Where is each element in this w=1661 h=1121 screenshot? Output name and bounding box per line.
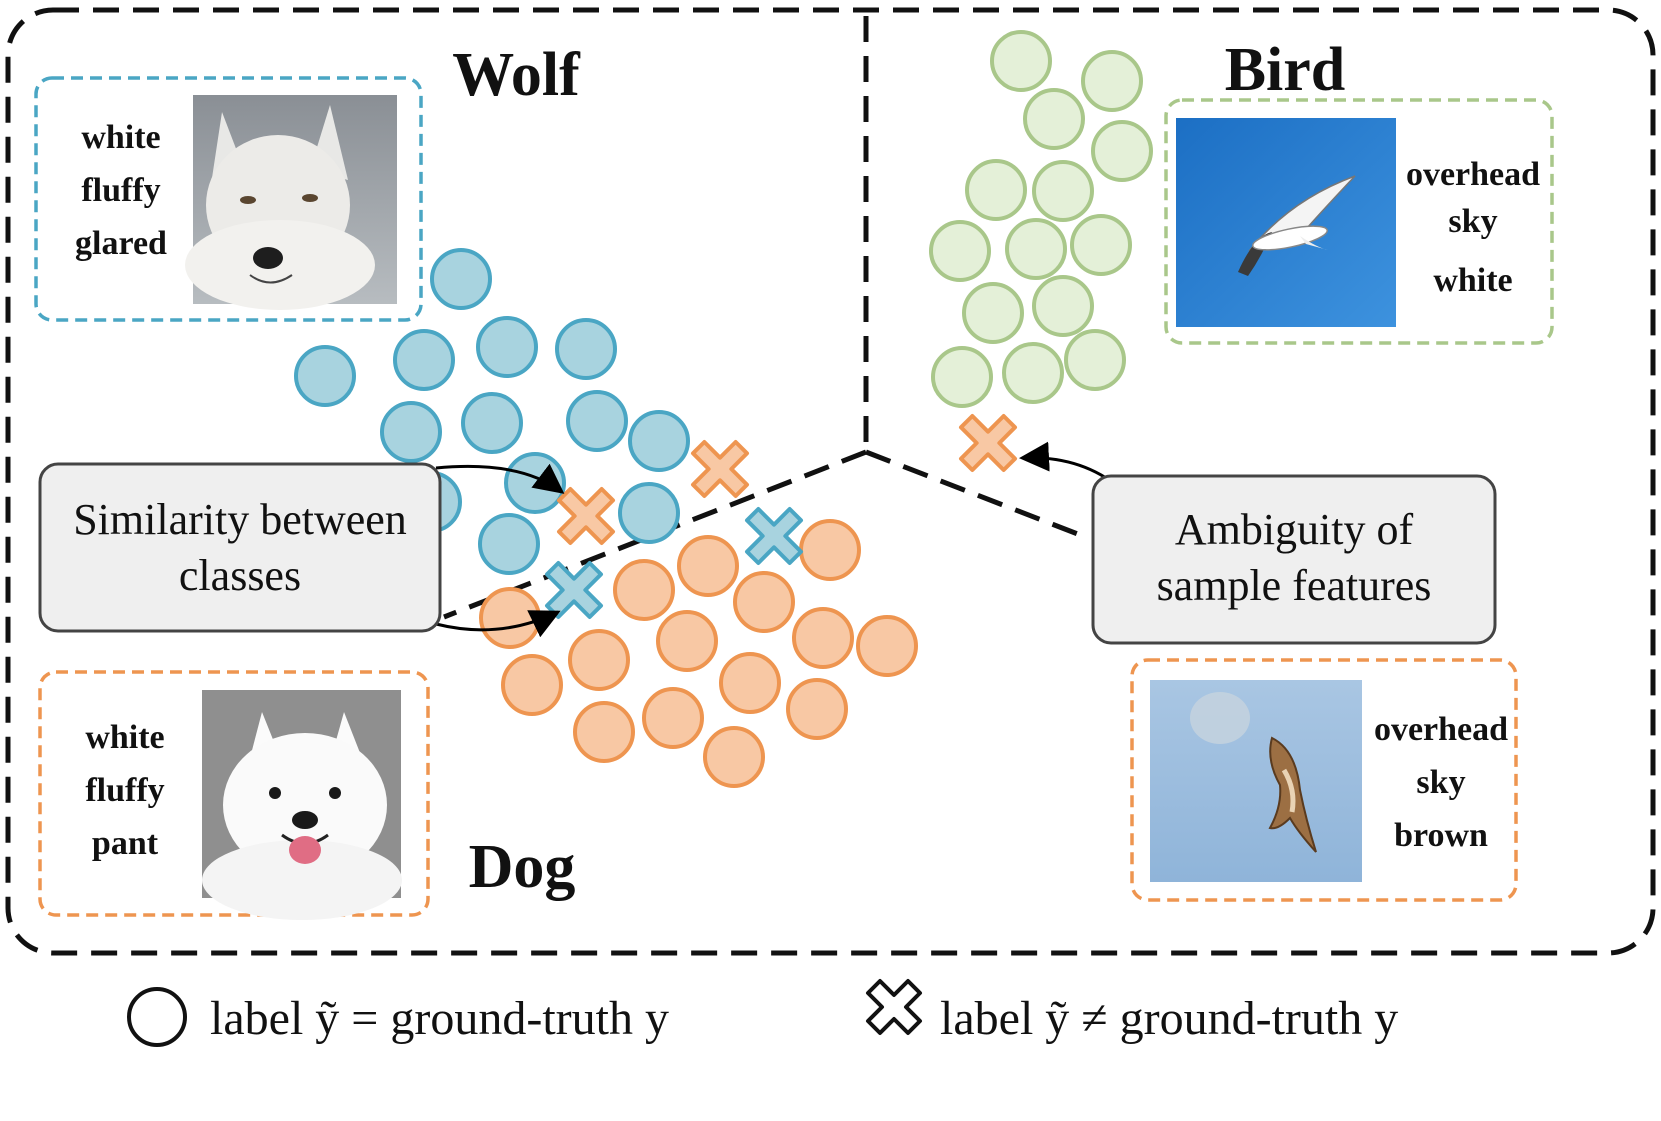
ambiguity-callout-box: [1091, 474, 1497, 645]
bird-sample-circle: [1005, 218, 1067, 280]
wolf-title: Wolf: [452, 41, 581, 109]
dog-sample-circle: [656, 610, 718, 672]
bird-example-frame: [1164, 98, 1554, 345]
wolf-sample-circle: [555, 318, 617, 380]
samoyed-photo: [202, 690, 402, 920]
dog-sample-circle: [799, 519, 861, 581]
sample-points: [294, 30, 1153, 788]
bird-sample-circle: [1064, 329, 1126, 391]
wolf-attribute: glared: [75, 225, 167, 262]
wolf-sample-circle: [628, 410, 690, 472]
bird-attribute: sky: [1448, 203, 1497, 240]
wolf-sample-circle: [566, 390, 628, 452]
noisy-cross-wolf-in-dog: [545, 561, 603, 619]
ambiguity-callout-line: Ambiguity of: [1175, 505, 1414, 554]
similarity-arrow-lower: [435, 610, 561, 638]
dog-title: Dog: [469, 833, 576, 901]
wolf-sample-circle: [430, 248, 492, 310]
dog-sample-circle: [568, 629, 630, 691]
ambiguity-callout-line: sample features: [1157, 561, 1432, 610]
noisy-cross-dog-in-wolf: [691, 440, 749, 498]
bird-sample-circle: [962, 282, 1024, 344]
wolf-sample-circle: [618, 482, 680, 544]
wolf-sample-circle: [461, 392, 523, 454]
dog-sample-circle: [613, 559, 675, 621]
dog-sample-circle: [703, 726, 765, 788]
ambiguity-callout: Ambiguity of sample features: [1019, 441, 1497, 645]
wolf-sample-circle: [478, 513, 540, 575]
cross-icon: [866, 979, 922, 1035]
dog-sample-circle: [786, 678, 848, 740]
dog-example-card: white fluffy pant: [38, 670, 430, 920]
wolf-sample-circle: [476, 316, 538, 378]
similarity-callout-box: [38, 462, 442, 633]
similarity-callout-line: classes: [179, 551, 301, 600]
bird-sample-circle: [1032, 275, 1094, 337]
wolf-sample-circle: [504, 452, 566, 514]
bird-sample-circle: [929, 220, 991, 282]
wolf-attribute: white: [81, 119, 160, 156]
dog-sample-circle: [479, 587, 541, 649]
dog-attribute: white: [85, 719, 164, 756]
bird-example-card: overhead sky white: [1164, 98, 1554, 345]
dog-sample-circle: [501, 654, 563, 716]
legend-noisy-label: label ỹ ≠ ground-truth y: [940, 992, 1398, 1045]
legend-correct-label: label ỹ = ground-truth y: [210, 992, 669, 1045]
circle-icon: [127, 987, 187, 1047]
ambiguous-example-frame: [1130, 658, 1518, 902]
dog-sample-circle: [573, 701, 635, 763]
bird-sample-circle: [931, 346, 993, 408]
bird-sample-circle: [1032, 160, 1094, 222]
bird-sample-circle: [990, 30, 1052, 92]
bird-sample-circle: [1002, 342, 1064, 404]
noisy-cross-dog-in-wolf: [557, 487, 615, 545]
bird-sample-circle: [1091, 120, 1153, 182]
ambiguous-example-card: overhead sky brown: [1130, 658, 1518, 902]
noisy-cross-wolf-in-dog: [745, 507, 803, 565]
ambiguous-attribute: sky: [1416, 764, 1465, 801]
bird-attribute: overhead: [1406, 156, 1540, 193]
dog-sample-circle: [733, 571, 795, 633]
dog-attribute: pant: [92, 825, 159, 862]
ambiguous-attribute: brown: [1394, 817, 1488, 854]
wolf-attribute: fluffy: [81, 172, 160, 209]
legend: label ỹ = ground-truth y label ỹ ≠ groun…: [127, 979, 1398, 1047]
bird-title: Bird: [1225, 36, 1346, 104]
bird-sample-circle: [1023, 88, 1085, 150]
bird-sample-circle: [1070, 214, 1132, 276]
ambiguous-attribute: overhead: [1374, 711, 1508, 748]
dog-attribute: fluffy: [85, 772, 164, 809]
dog-sample-circle: [792, 607, 854, 669]
wolf-sample-circle: [294, 345, 356, 407]
dog-example-frame: [38, 670, 430, 917]
outer-frame: [5, 7, 1656, 956]
bird-sample-circle: [1081, 50, 1143, 112]
bird-attribute: white: [1433, 262, 1512, 299]
dog-sample-circle: [677, 535, 739, 597]
wolf-photo: [185, 95, 397, 310]
seagull-photo: [1176, 118, 1396, 327]
wolf-sample-circle: [393, 329, 455, 391]
dog-sample-circle: [856, 615, 918, 677]
noisy-cross-dog-in-bird: [959, 414, 1017, 472]
similarity-arrow-upper: [435, 463, 565, 494]
wolf-example-frame: [34, 76, 423, 322]
dog-jumping-sky-photo: [1150, 680, 1362, 882]
bird-sample-circle: [965, 159, 1027, 221]
dog-sample-circle: [642, 687, 704, 749]
wolf-example-card: white fluffy glared: [34, 76, 423, 322]
dog-sample-circle: [719, 652, 781, 714]
similarity-callout-line: Similarity between: [73, 495, 407, 544]
similarity-callout: Similarity between classes: [38, 462, 565, 638]
wolf-sample-circle: [380, 401, 442, 463]
